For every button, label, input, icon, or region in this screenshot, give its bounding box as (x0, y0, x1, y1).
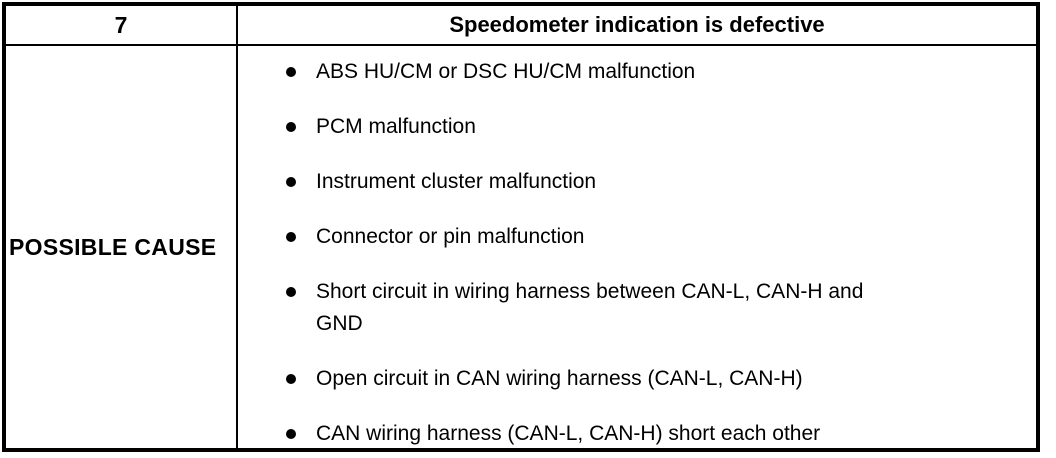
cause-list-item: Instrument cluster malfunction (286, 166, 1024, 198)
table-header-row: 7 Speedometer indication is defective (6, 6, 1036, 46)
symptom-title-cell: Speedometer indication is defective (449, 12, 825, 37)
cause-list-item: PCM malfunction (286, 111, 1024, 143)
bullet-icon (286, 177, 296, 187)
diagnostic-table: 7 Speedometer indication is defective PO… (2, 2, 1040, 452)
cause-text: ABS HU/CM or DSC HU/CM malfunction (316, 60, 696, 83)
cause-list: ABS HU/CM or DSC HU/CM malfunction PCM m… (286, 56, 1024, 448)
bullet-icon (286, 122, 296, 132)
possible-cause-label: POSSIBLE CAUSE (9, 233, 217, 260)
cause-text: PCM malfunction (316, 115, 476, 138)
cause-text: Instrument cluster malfunction (316, 170, 597, 193)
causes-cell: ABS HU/CM or DSC HU/CM malfunction PCM m… (238, 46, 1036, 448)
bullet-icon (286, 374, 296, 384)
bullet-icon (286, 67, 296, 77)
possible-cause-label-cell: POSSIBLE CAUSE (6, 46, 238, 448)
symptom-number-cell: 7 (6, 6, 238, 44)
cause-list-item: Connector or pin malfunction (286, 221, 1024, 253)
possible-cause-row: POSSIBLE CAUSE ABS HU/CM or DSC HU/CM ma… (6, 46, 1036, 448)
cause-list-item: CAN wiring harness (CAN-L, CAN-H) short … (286, 418, 1024, 448)
bullet-icon (286, 287, 296, 297)
cause-list-item: Short circuit in wiring harness between … (286, 276, 1024, 340)
cause-text: Open circuit in CAN wiring harness (CAN-… (316, 367, 803, 390)
bullet-icon (286, 429, 296, 439)
cause-list-item: Open circuit in CAN wiring harness (CAN-… (286, 363, 1024, 395)
bullet-icon (286, 232, 296, 242)
cause-text: CAN wiring harness (CAN-L, CAN-H) short … (316, 422, 821, 445)
cause-list-item: ABS HU/CM or DSC HU/CM malfunction (286, 56, 1024, 88)
cause-text: Short circuit in wiring harness between … (316, 280, 864, 335)
cause-text: Connector or pin malfunction (316, 225, 585, 248)
